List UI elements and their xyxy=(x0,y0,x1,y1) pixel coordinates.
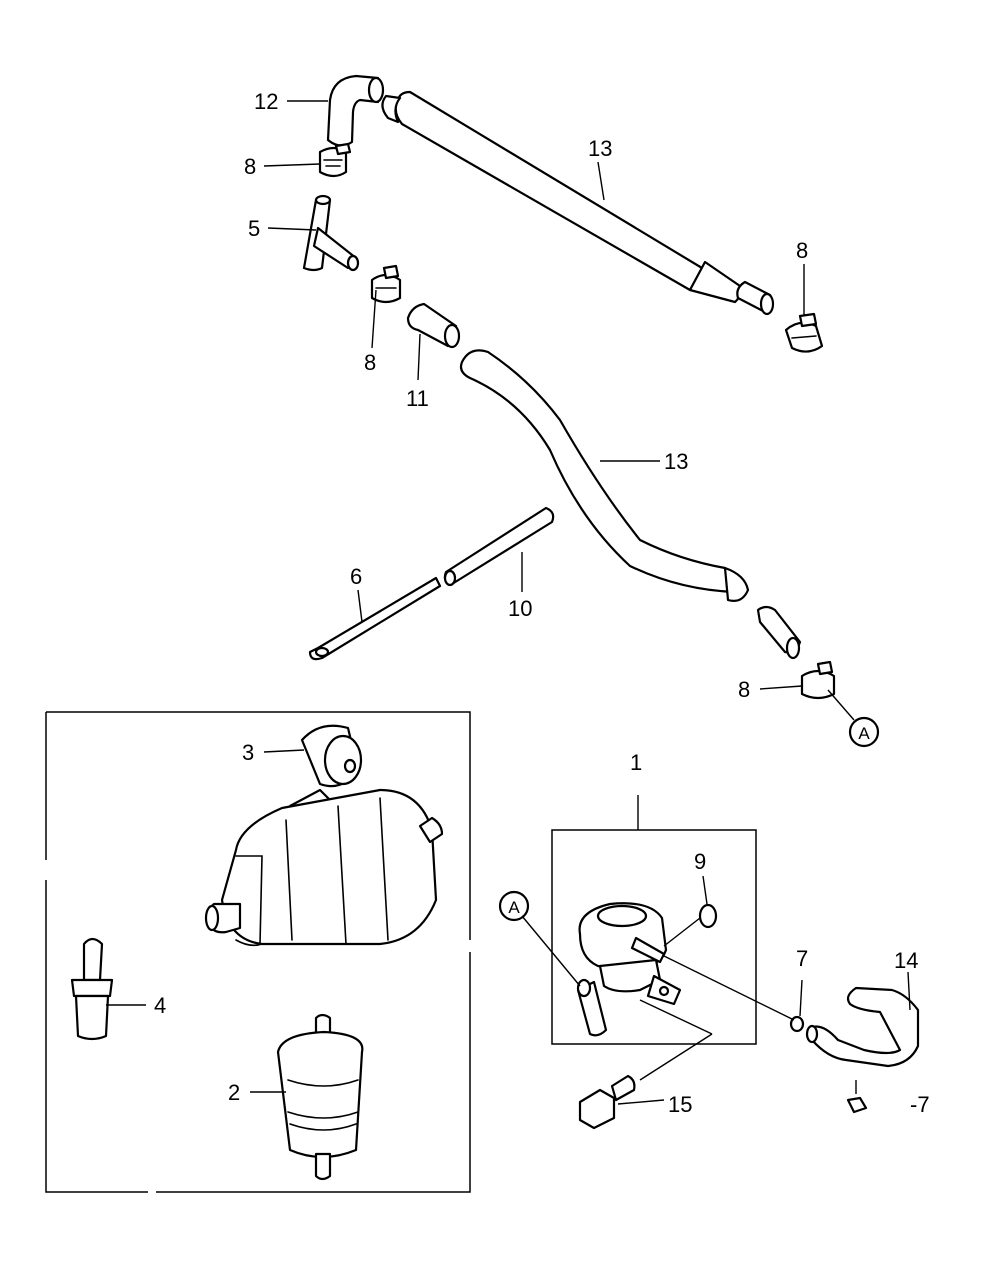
part-3-damper xyxy=(300,724,363,788)
part-2-fuel-filter xyxy=(276,1013,364,1181)
callout-8-bottom: 8 xyxy=(738,677,750,702)
part-10-tube xyxy=(443,506,555,587)
callout-8-right: 8 xyxy=(796,238,808,263)
callout-7: 7 xyxy=(796,946,808,971)
callout-13-lower: 13 xyxy=(664,449,688,474)
fuel-pump-body xyxy=(204,788,444,947)
callout-6: 6 xyxy=(350,564,362,589)
callout-14: 14 xyxy=(894,948,918,973)
part-6-rod xyxy=(308,576,442,661)
part-8-clamp-top xyxy=(318,142,352,178)
part-9-o-ring xyxy=(698,903,718,929)
regulator-group-box xyxy=(551,829,757,1045)
callout-labels: 12 8 5 13 8 8 11 13 6 10 8 3 1 9 4 7 14 … xyxy=(154,89,930,1117)
svg-text:A: A xyxy=(508,898,520,917)
part-12-elbow-hose xyxy=(326,74,385,147)
fuel-pump-group-box xyxy=(45,711,471,1193)
part-7-clip xyxy=(789,1015,805,1033)
part-8-clamp-bottom xyxy=(800,660,836,700)
callout-9: 9 xyxy=(694,849,706,874)
part-13-upper-hose xyxy=(381,90,775,316)
connector-a-top: A xyxy=(848,716,880,748)
callout-7-secondary: -7 xyxy=(910,1092,930,1117)
callout-15: 15 xyxy=(668,1092,692,1117)
callout-12: 12 xyxy=(254,89,278,114)
callout-5: 5 xyxy=(248,216,260,241)
part-13-lower-hose xyxy=(459,349,802,660)
callout-13-upper: 13 xyxy=(588,136,612,161)
part-15-bolt xyxy=(578,1074,636,1130)
callout-1: 1 xyxy=(630,750,642,775)
callout-8-top: 8 xyxy=(244,154,256,179)
part-7-clip-small xyxy=(846,1096,868,1114)
part-5-t-fitting xyxy=(302,194,360,272)
part-8-clamp-right xyxy=(784,312,824,353)
callout-8-middle: 8 xyxy=(364,350,376,375)
svg-text:A: A xyxy=(858,724,870,743)
callout-2: 2 xyxy=(228,1080,240,1105)
leader-lines xyxy=(106,100,911,1105)
callout-11: 11 xyxy=(406,386,429,411)
callout-3: 3 xyxy=(242,740,254,765)
part-4-connector xyxy=(70,937,114,1041)
connector-a-bottom: A xyxy=(498,890,530,922)
callout-4: 4 xyxy=(154,993,166,1018)
part-8-clamp-middle-left xyxy=(370,264,402,304)
callout-10: 10 xyxy=(508,596,532,621)
part-1-pressure-regulator xyxy=(576,902,682,1037)
part-11-short-hose xyxy=(406,302,461,349)
part-14-return-hose xyxy=(805,986,920,1068)
